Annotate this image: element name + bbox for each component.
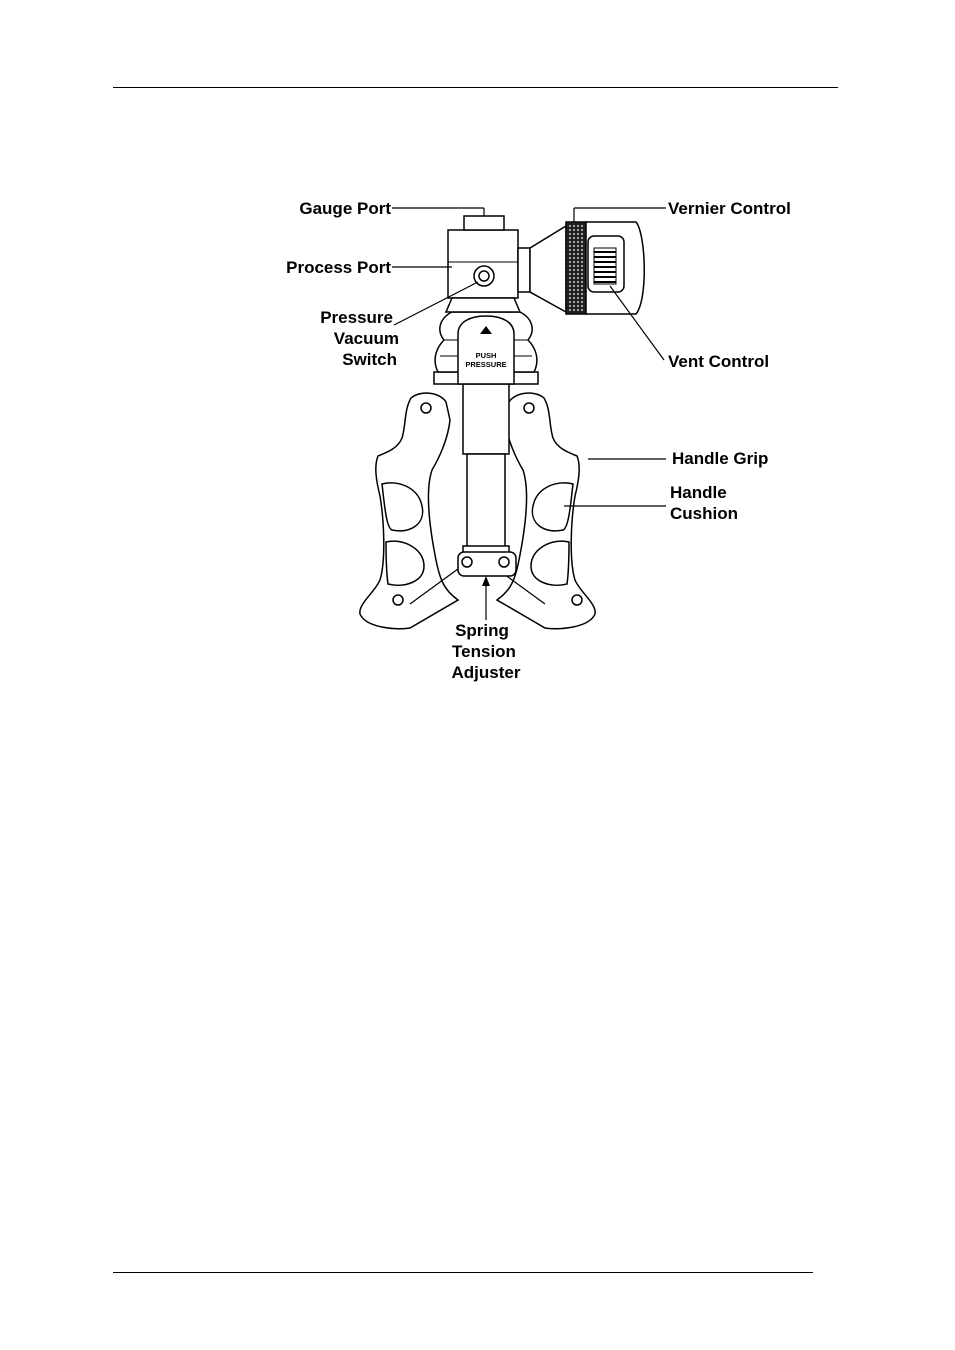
label-gauge-port: Gauge Port <box>299 199 391 218</box>
spring-tension-adjuster-part <box>458 552 516 576</box>
label-vent-control: Vent Control <box>668 352 769 371</box>
label-switch-line3: Switch <box>342 350 397 369</box>
label-spring-line1: Spring <box>455 621 509 640</box>
label-handle-grip: Handle Grip <box>672 449 768 468</box>
label-spring-line3: Adjuster <box>452 663 521 682</box>
piston-rod <box>463 382 509 554</box>
footer-rule <box>113 1272 813 1273</box>
label-spring-line2: Tension <box>452 642 516 661</box>
vernier-control-knob <box>566 222 644 314</box>
switch-text-push: PUSH <box>476 351 497 360</box>
vent-control-part <box>594 248 616 284</box>
pump-body: PUSH PRESSURE <box>434 216 566 384</box>
label-process-port: Process Port <box>286 258 391 277</box>
label-handle-cushion-line2: Cushion <box>670 504 738 523</box>
label-switch-line1: Pressure <box>320 308 393 327</box>
label-switch-line2: Vacuum <box>334 329 399 348</box>
label-handle-cushion-line1: Handle <box>670 483 727 502</box>
label-vernier-control: Vernier Control <box>668 199 791 218</box>
left-handle <box>360 393 458 629</box>
right-handle <box>497 393 595 629</box>
switch-text-pressure: PRESSURE <box>465 360 506 369</box>
